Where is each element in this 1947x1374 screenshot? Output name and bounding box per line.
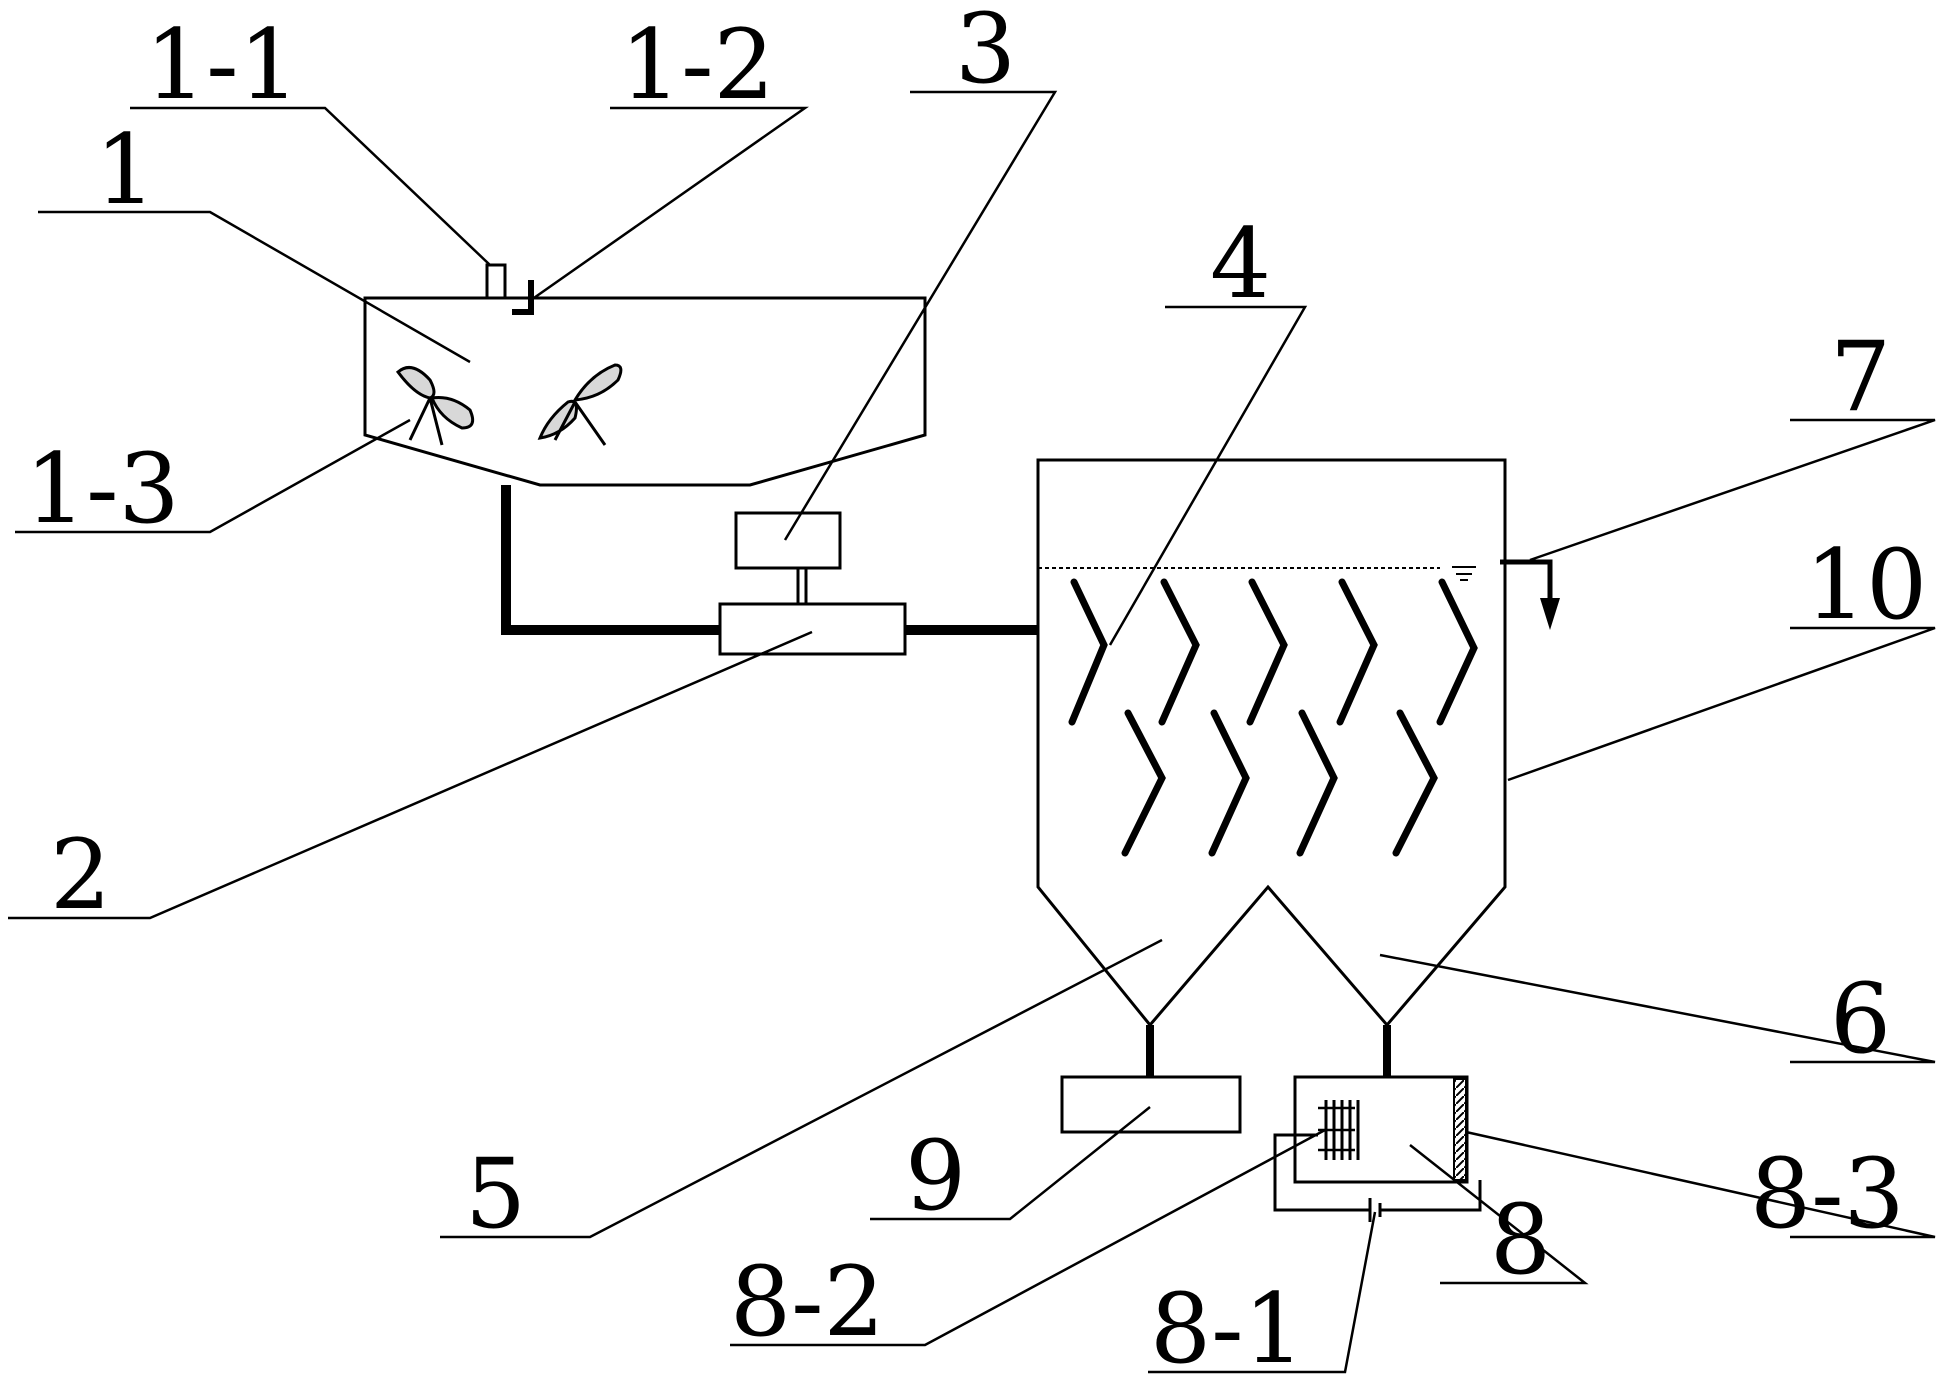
circuit-8-1 <box>1273 1133 1482 1222</box>
label-8-1: 8-1 <box>1150 1273 1305 1374</box>
label-8-2: 8-2 <box>730 1246 885 1358</box>
label-9: 9 <box>905 1120 966 1232</box>
label-1: 1 <box>95 114 156 226</box>
label-8-3: 8-3 <box>1750 1138 1905 1250</box>
label-10: 10 <box>1805 529 1927 641</box>
pipeline <box>501 485 1038 635</box>
label-1-2: 1-2 <box>620 9 775 121</box>
leader-lines <box>8 90 1936 1374</box>
collector-9 <box>1060 1075 1242 1134</box>
stirrer-left <box>395 366 475 446</box>
water-level <box>1038 566 1476 581</box>
inlet-1-1 <box>485 263 507 300</box>
overflow-outlet-7 <box>1500 559 1560 630</box>
baffles-top-row <box>1068 578 1478 726</box>
label-6: 6 <box>1830 963 1891 1075</box>
label-3: 3 <box>955 0 1016 105</box>
settling-tank <box>1036 458 1507 1028</box>
electro-unit-8 <box>1293 1075 1469 1184</box>
stirrer-right <box>537 363 623 446</box>
label-5: 5 <box>465 1138 526 1250</box>
labels: 1-1 1-2 1 1-3 3 4 7 10 2 6 5 9 8-3 8-2 8… <box>25 0 1927 1374</box>
label-1-3: 1-3 <box>25 433 180 545</box>
inlet-1-2 <box>512 280 534 315</box>
outlet-pipes <box>1146 1025 1391 1077</box>
label-7: 7 <box>1830 321 1891 433</box>
pipe-unit-2 <box>718 602 907 656</box>
label-1-1: 1-1 <box>145 9 300 121</box>
mixing-tank <box>363 296 927 487</box>
label-4: 4 <box>1210 208 1271 320</box>
dosing-unit-3 <box>734 511 842 604</box>
label-2: 2 <box>50 819 111 931</box>
baffles-bottom-row <box>1121 709 1438 857</box>
label-8: 8 <box>1490 1184 1551 1296</box>
